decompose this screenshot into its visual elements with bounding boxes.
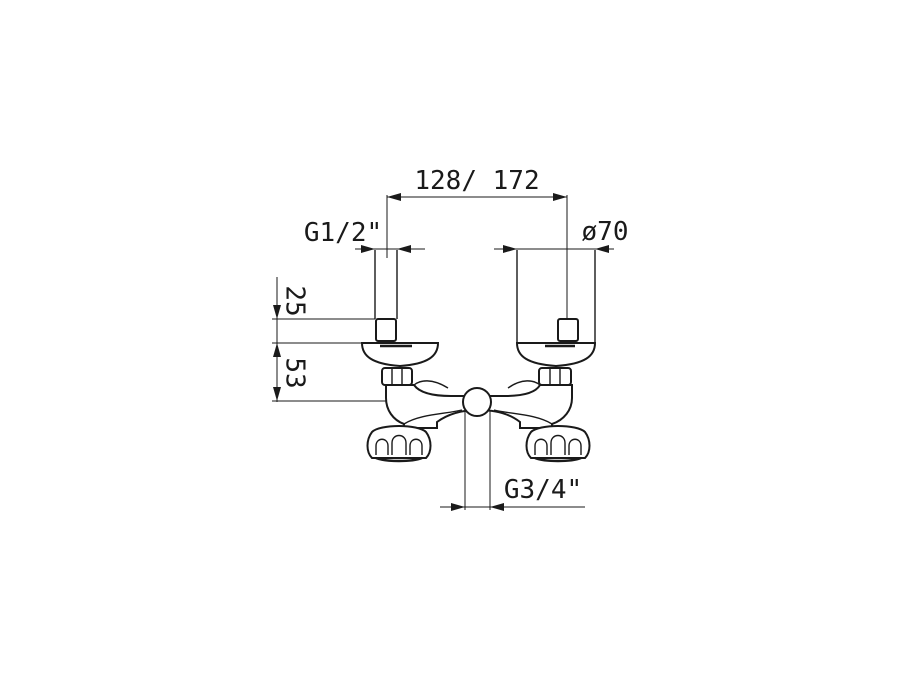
- dimension-height-upper-label: 25: [280, 285, 310, 316]
- dimension-inlet-thread: G1/2": [304, 218, 425, 253]
- dimension-flange-diameter-label: ø70: [582, 217, 629, 247]
- dimension-outlet-thread: G3/4": [440, 408, 585, 511]
- right-connector: [515, 318, 597, 368]
- left-handle: [366, 425, 432, 463]
- right-handle: [525, 425, 591, 463]
- dimension-outlet-thread-label: G3/4": [504, 475, 582, 505]
- left-connector: [360, 318, 440, 368]
- dimension-center-distance-label: 128/ 172: [414, 166, 539, 196]
- left-inlet-pipe: [374, 250, 398, 319]
- dimension-inlet-thread-label: G1/2": [304, 218, 382, 248]
- right-hex-nut: [538, 367, 572, 386]
- outlet-connector: [462, 387, 492, 417]
- dimension-flange-diameter: ø70: [494, 217, 628, 253]
- dimension-height-upper: 25: [272, 277, 375, 344]
- dimension-center-distance: 128/ 172: [386, 166, 568, 320]
- right-wall-flange: [516, 250, 596, 343]
- dimension-height-lower-label: 53: [280, 357, 310, 388]
- left-hex-nut: [381, 367, 413, 386]
